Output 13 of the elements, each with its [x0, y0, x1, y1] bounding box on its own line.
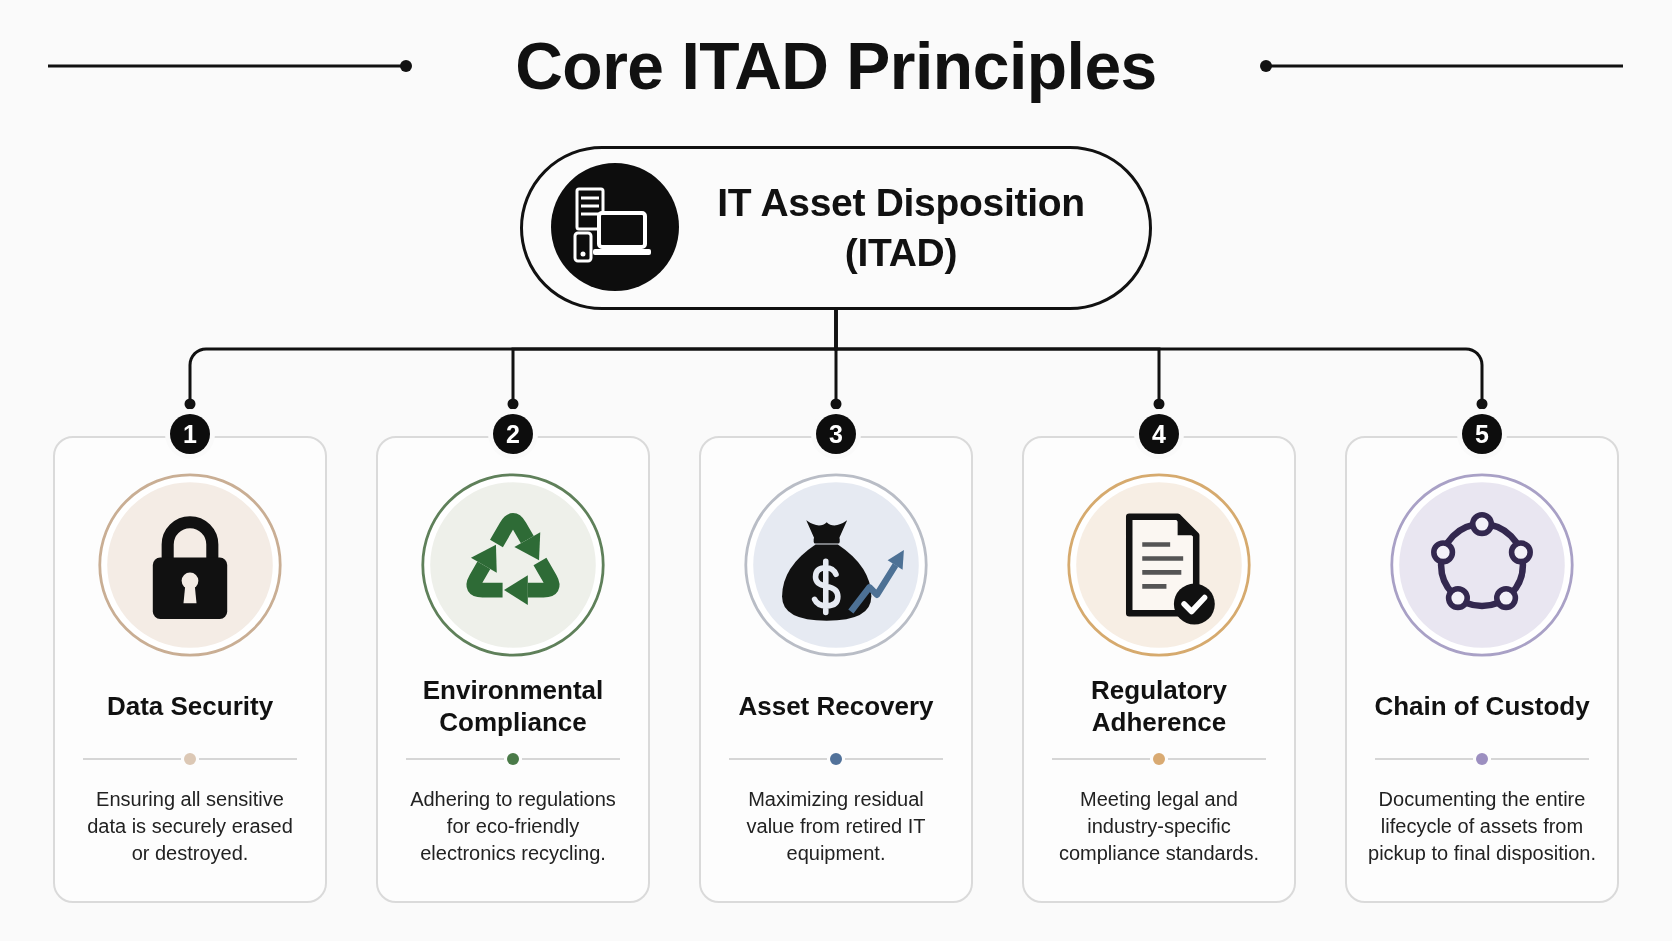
- card-description: Adhering to regulations for eco-friendly electronics recycling.: [409, 787, 617, 866]
- node-title: IT Asset Disposition (ITAD): [716, 180, 1086, 276]
- card-title: Chain of Custody: [1374, 690, 1590, 722]
- card-description: Documenting the entire lifecycle of assets from pickup to final disposition.: [1367, 787, 1597, 866]
- card-description: Ensuring all sensitive data is securely erased or destroyed.: [86, 787, 294, 866]
- connector-line: [834, 310, 1488, 410]
- card-title: Data Security: [106, 690, 274, 722]
- card-title: Environmental Compliance: [421, 674, 605, 738]
- card-description: Meeting legal and industry-specific compliance standards.: [1057, 787, 1261, 866]
- card-title: Regulatory Adherence: [1090, 674, 1228, 738]
- page-title: Core ITAD Principles: [515, 30, 1157, 102]
- card-title: Asset Recovery: [738, 690, 934, 722]
- card-description: Maximizing residual value from retired IT equipment.: [745, 787, 927, 866]
